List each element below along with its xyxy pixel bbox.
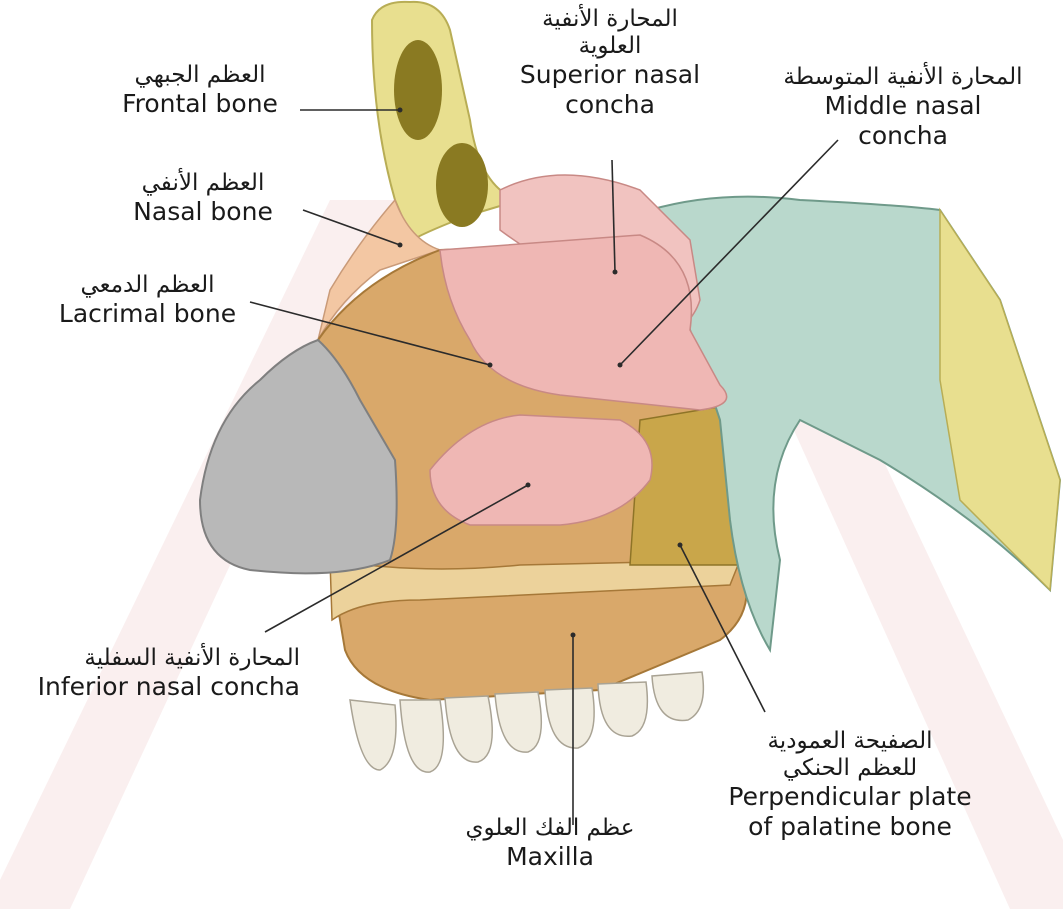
label-perpendicular-plate-ar-2: للعظم الحنكي: [690, 755, 1010, 782]
label-superior-nasal-concha: المحارة الأنفية العلوية Superior nasal c…: [495, 6, 725, 119]
label-middle-concha-ar: المحارة الأنفية المتوسطة: [748, 64, 1058, 91]
label-lacrimal-bone-en: Lacrimal bone: [40, 299, 255, 329]
label-middle-nasal-concha: المحارة الأنفية المتوسطة Middle nasal co…: [748, 64, 1058, 150]
label-perpendicular-plate: الصفيحة العمودية للعظم الحنكي Perpendicu…: [690, 728, 1010, 841]
label-inferior-nasal-concha: المحارة الأنفية السفلية Inferior nasal c…: [0, 645, 300, 702]
label-perpendicular-plate-ar-1: الصفيحة العمودية: [690, 728, 1010, 755]
label-maxilla-en: Maxilla: [430, 842, 670, 872]
label-nasal-bone-ar: العظم الأنفي: [108, 170, 298, 197]
label-maxilla: عظم الفك العلوي Maxilla: [430, 815, 670, 872]
label-middle-concha-en-1: Middle nasal: [748, 91, 1058, 121]
label-inferior-concha-ar: المحارة الأنفية السفلية: [0, 645, 300, 672]
label-maxilla-ar: عظم الفك العلوي: [430, 815, 670, 842]
label-superior-concha-en-2: concha: [495, 90, 725, 120]
label-frontal-bone: العظم الجبهي Frontal bone: [100, 62, 300, 119]
label-perpendicular-plate-en-1: Perpendicular plate: [690, 782, 1010, 812]
posterior-yellow-bone: [940, 210, 1060, 590]
label-frontal-bone-ar: العظم الجبهي: [100, 62, 300, 89]
label-frontal-bone-en: Frontal bone: [100, 89, 300, 119]
label-nasal-bone: العظم الأنفي Nasal bone: [108, 170, 298, 227]
label-nasal-bone-en: Nasal bone: [108, 197, 298, 227]
label-superior-concha-en-1: Superior nasal: [495, 60, 725, 90]
label-perpendicular-plate-en-2: of palatine bone: [690, 812, 1010, 842]
label-inferior-concha-en: Inferior nasal concha: [0, 672, 300, 702]
frontal-sinus-lower: [436, 143, 488, 227]
label-lacrimal-bone: العظم الدمعي Lacrimal bone: [40, 272, 255, 329]
label-superior-concha-ar-2: العلوية: [495, 33, 725, 60]
label-middle-concha-en-2: concha: [748, 121, 1058, 151]
frontal-sinus-upper: [394, 40, 442, 140]
label-lacrimal-bone-ar: العظم الدمعي: [40, 272, 255, 299]
label-superior-concha-ar-1: المحارة الأنفية: [495, 6, 725, 33]
